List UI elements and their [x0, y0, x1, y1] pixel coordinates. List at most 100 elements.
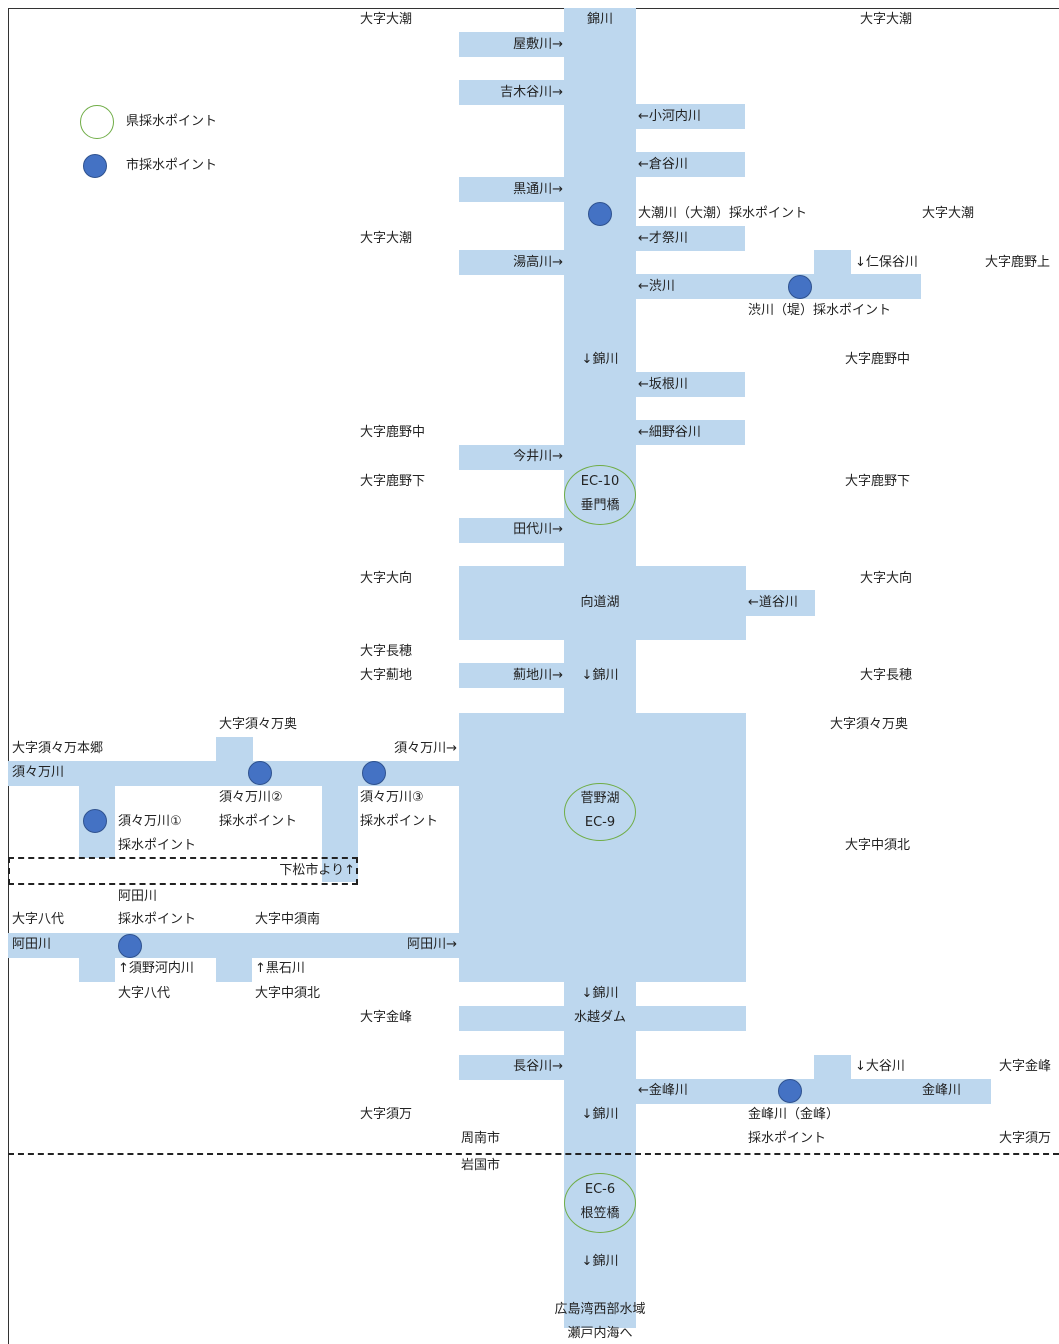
- sugumagawa-1-point-dot: [83, 809, 107, 833]
- area-kanoshimo-r: 大字鹿野下: [845, 474, 911, 489]
- area-omukai-l: 大字大向: [360, 571, 413, 586]
- nishikigawa-label-5: ↓錦川: [581, 1107, 619, 1122]
- ec6-code-label: EC-6: [584, 1182, 616, 1197]
- nishikigawa-main-lower: [564, 982, 636, 1328]
- nishikigawa-label-6: ↓錦川: [581, 1254, 619, 1269]
- kanemine-point-label-b: 採水ポイント: [748, 1131, 827, 1146]
- kuradanigawa-water: [636, 152, 745, 177]
- area-suma-r: 大字須万: [999, 1131, 1052, 1146]
- legend-city-label: 市採水ポイント: [126, 158, 218, 173]
- shibukawa-label: ←渋川: [638, 279, 675, 294]
- area-suma-l: 大字須万: [360, 1107, 413, 1122]
- yashikigawa-label: 屋敷川→: [513, 37, 563, 52]
- hosonodanigawa-water: [636, 420, 745, 445]
- area-kanemine-l: 大字金峰: [360, 1010, 413, 1025]
- mukomichi-lake-water: [459, 566, 746, 640]
- saisaigawa-water: [636, 226, 745, 251]
- yoshikidanigawa-label: 吉木谷川→: [500, 85, 563, 100]
- atagawa-point-dot: [118, 934, 142, 958]
- michidanigawa-label: ←道谷川: [748, 595, 798, 610]
- nishikigawa-label-2: ↓錦川: [581, 352, 619, 367]
- kuroishigawa-water: [216, 958, 252, 982]
- area-nagaho-r: 大字長穂: [860, 668, 913, 683]
- shibukawa-point-dot: [788, 275, 812, 299]
- tashirogawa-water: [459, 518, 564, 543]
- shunan-city-label: 周南市: [461, 1131, 501, 1146]
- atagawa-left-label: 阿田川: [12, 937, 52, 952]
- michidanigawa-water: [746, 590, 815, 616]
- saisaigawa-label: ←才祭川: [638, 231, 688, 246]
- sakanegawa-label: ←坂根川: [638, 377, 688, 392]
- oshiogawa-point-dot: [588, 202, 612, 226]
- sugumagawa-1-label-a: 須々万川①: [118, 814, 182, 829]
- odanigawa-water: [814, 1055, 851, 1079]
- nagatanigawa-water: [459, 1055, 564, 1080]
- kogochigawa-label: ←小河内川: [638, 109, 701, 124]
- legend-prefecture-label: 県採水ポイント: [126, 114, 218, 129]
- yutakagawa-water: [459, 250, 564, 275]
- nihodanigawa-water: [814, 250, 851, 275]
- area-sugumaoku-l: 大字須々万奥: [219, 717, 298, 732]
- atagawa-water: [8, 933, 459, 958]
- area-yashiro-1: 大字八代: [12, 912, 65, 927]
- kogochigawa-water: [636, 104, 745, 129]
- kuroishigawa-label: ↑黒石川: [255, 961, 305, 976]
- area-kanonaka-l: 大字鹿野中: [360, 425, 426, 440]
- nagatanigawa-label: 長谷川→: [513, 1059, 563, 1074]
- imaigawa-label: 今井川→: [513, 449, 563, 464]
- sugumagawa-left-label: 須々万川: [12, 765, 65, 780]
- odanigawa-label: ↓大谷川: [855, 1059, 905, 1074]
- shibukawa-point-label: 渋川（堤）採水ポイント: [748, 303, 892, 318]
- area-oshio-3: 大字大潮: [922, 206, 975, 221]
- yutakagawa-label: 湯高川→: [513, 255, 563, 270]
- kanemine-point-label-a: 金峰川（金峰）: [748, 1107, 840, 1122]
- kudamatsu-boundary-box: [8, 857, 358, 885]
- map-frame: [8, 8, 1059, 1344]
- kudamatsu-branch-water: [322, 786, 358, 882]
- sugumagawa-3-label-b: 採水ポイント: [360, 814, 439, 829]
- nishikigawa-main-mid: [564, 640, 636, 714]
- ec9-code-label: EC-9: [584, 815, 616, 830]
- ec10-name-label: 垂門橋: [580, 498, 620, 513]
- hiroshima-bay-label: 広島湾西部水域: [554, 1302, 646, 1317]
- area-nakasuna-n-l: 大字中須北: [255, 986, 321, 1001]
- kurodorigawa-label: 黒通川→: [513, 182, 563, 197]
- area-nagaho-l: 大字長穂: [360, 644, 413, 659]
- kaneminegawa-water: [636, 1079, 991, 1104]
- kudamatsu-label: 下松市より↑: [279, 863, 355, 878]
- area-nakasuna-n-r: 大字中須北: [845, 838, 911, 853]
- city-boundary-line: [8, 1153, 1059, 1155]
- kurodorigawa-water: [459, 177, 564, 202]
- azamijigawa-label: 薊地川→: [513, 668, 563, 683]
- area-oshio-2: 大字大潮: [860, 12, 913, 27]
- sugumagawa-2-label-b: 採水ポイント: [219, 814, 298, 829]
- nishikigawa-top-label: 錦川: [586, 12, 613, 27]
- kanemine-right-label: 金峰川: [922, 1083, 962, 1098]
- area-azamiji: 大字薊地: [360, 668, 413, 683]
- sugumagawa-2-point-dot: [248, 761, 272, 785]
- area-kanemine-r: 大字金峰: [999, 1059, 1052, 1074]
- sugumagawa-1-label-b: 採水ポイント: [118, 838, 197, 853]
- area-sugumahongo: 大字須々万本郷: [12, 741, 104, 756]
- nishikigawa-label-3: ↓錦川: [581, 668, 619, 683]
- oshiogawa-point-label: 大潮川（大潮）採水ポイント: [638, 206, 808, 221]
- area-oshio-4: 大字大潮: [360, 231, 413, 246]
- sugumagawa-2-label-a: 須々万川②: [219, 790, 283, 805]
- sugumagawa-3-point-dot: [362, 761, 386, 785]
- legend-prefecture-ring-icon: [80, 105, 114, 139]
- sakanegawa-water: [636, 372, 745, 397]
- atagawa-point-label-b: 採水ポイント: [118, 912, 197, 927]
- sugumagawa-arrow-label: 須々万川→: [394, 741, 457, 756]
- area-kanokami: 大字鹿野上: [985, 255, 1051, 270]
- area-omukai-r: 大字大向: [860, 571, 913, 586]
- atagawa-arrow-label: 阿田川→: [407, 937, 457, 952]
- sugumagawa-3-label-a: 須々万川③: [360, 790, 424, 805]
- tashirogawa-label: 田代川→: [513, 522, 563, 537]
- kanemine-point-dot: [778, 1079, 802, 1103]
- area-yashiro-2: 大字八代: [118, 986, 171, 1001]
- area-kanoshimo-l: 大字鹿野下: [360, 474, 426, 489]
- yashikigawa-water: [459, 32, 564, 57]
- area-sugumaoku-r: 大字須々万奥: [830, 717, 909, 732]
- kuradanigawa-label: ←倉谷川: [638, 157, 688, 172]
